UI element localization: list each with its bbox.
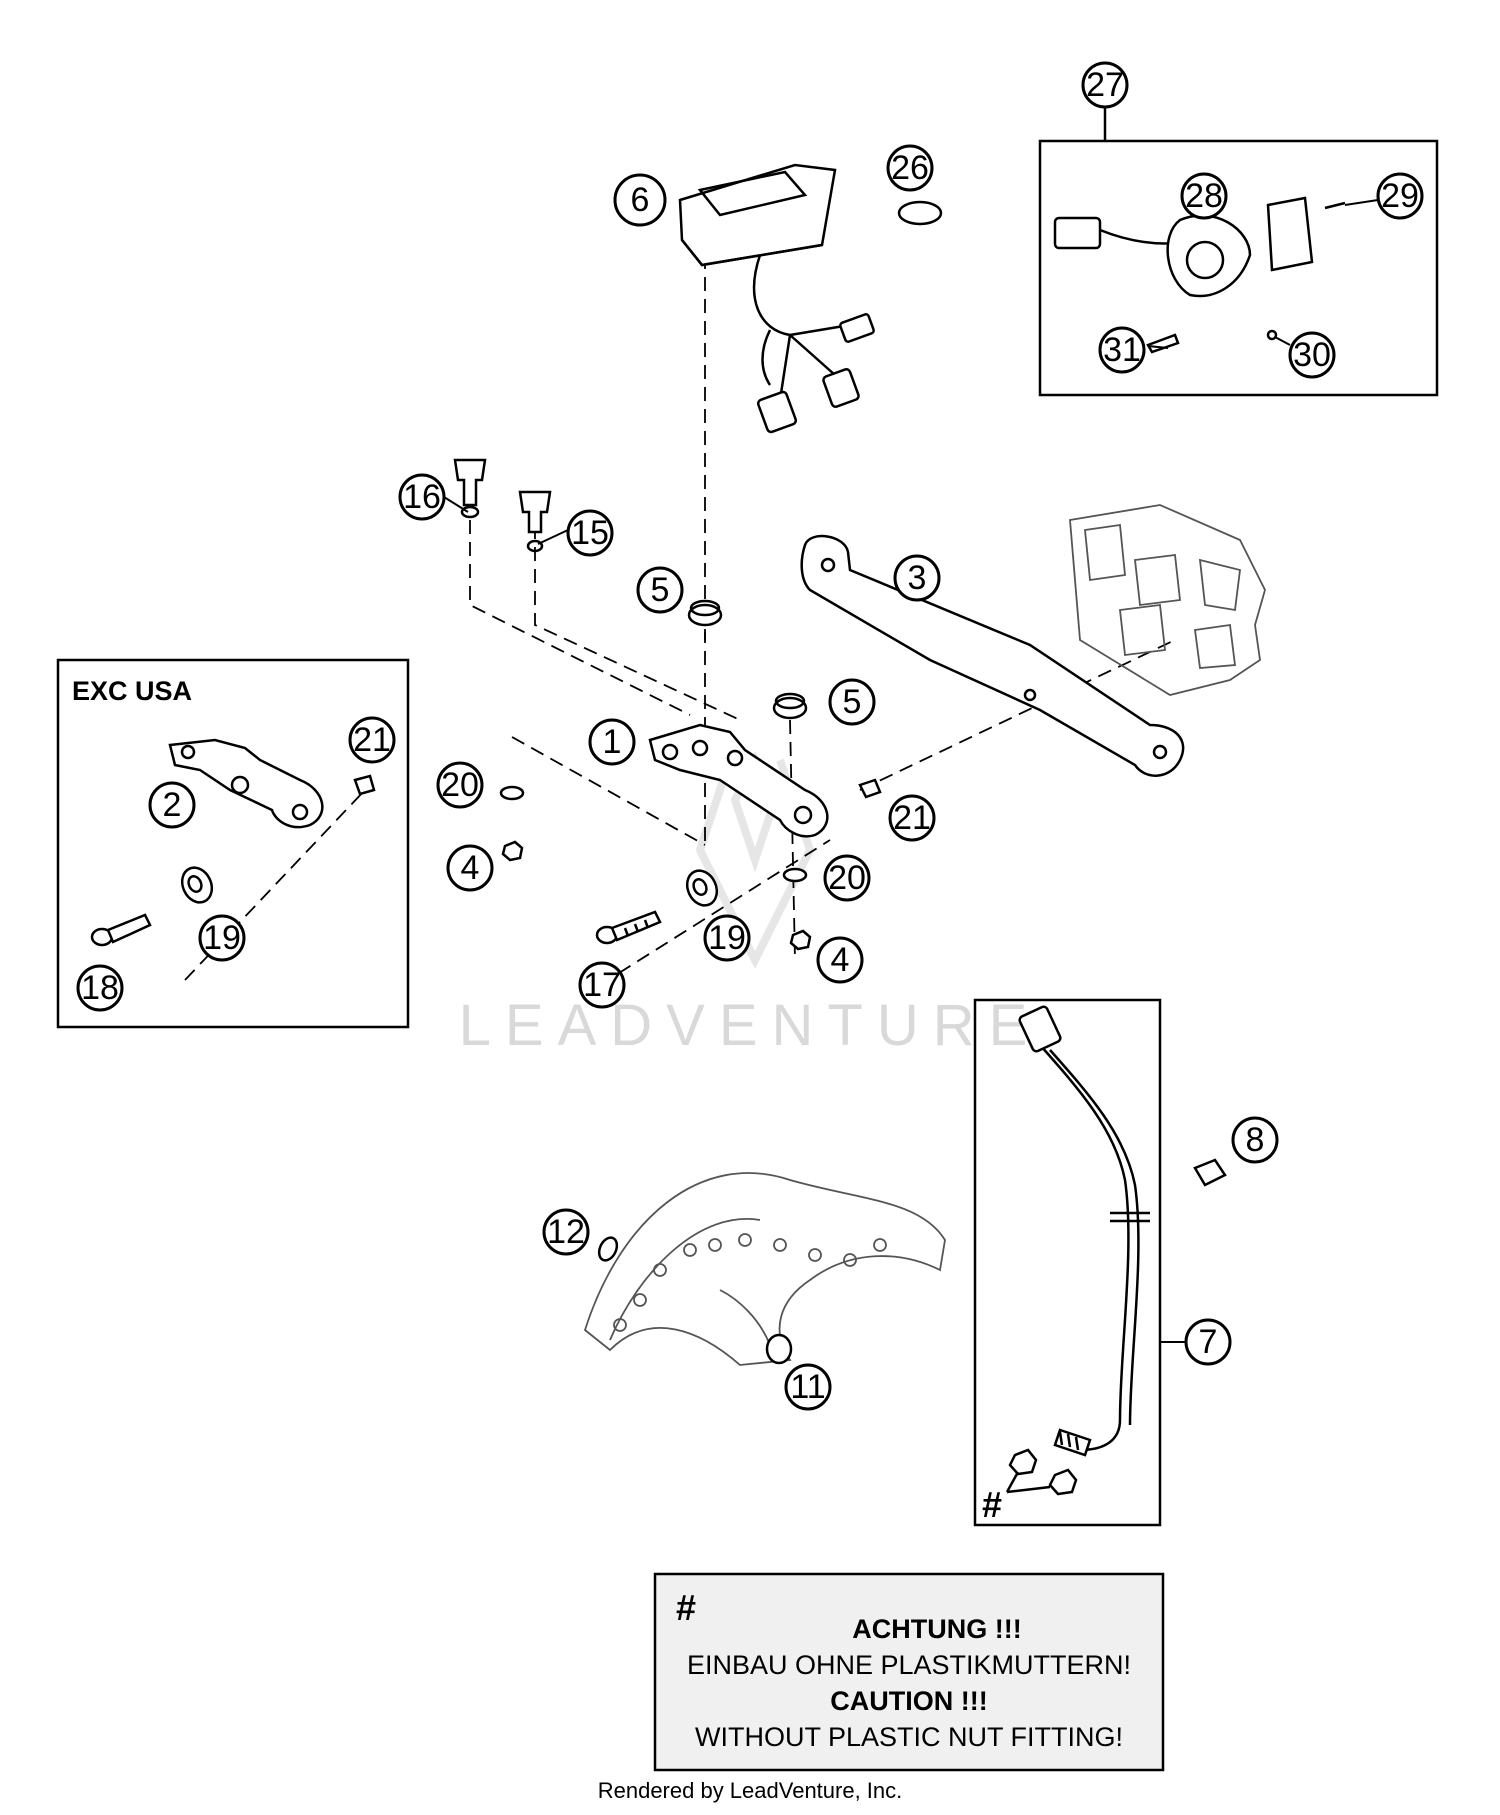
svg-text:17: 17 xyxy=(583,966,621,1004)
callout-15: 15 xyxy=(566,509,614,557)
warning-line-1: ACHTUNG !!! xyxy=(852,1614,1021,1644)
svg-text:5: 5 xyxy=(651,571,670,609)
assembly-lines xyxy=(184,255,1176,986)
svg-text:27: 27 xyxy=(1086,66,1124,104)
svg-text:26: 26 xyxy=(891,149,929,187)
bracket-part-1 xyxy=(648,723,829,838)
part-8-piece xyxy=(1193,1158,1227,1187)
svg-text:19: 19 xyxy=(203,919,241,957)
bushing-part-21 xyxy=(858,778,882,799)
svg-text:6: 6 xyxy=(631,181,650,219)
warning-line-2: EINBAU OHNE PLASTIKMUTTERN! xyxy=(687,1650,1131,1680)
warning-box: # ACHTUNG !!! EINBAU OHNE PLASTIKMUTTERN… xyxy=(653,1572,1165,1772)
grommet-part-19 xyxy=(685,869,719,907)
callout-19-exc: 19 xyxy=(198,914,246,962)
svg-text:11: 11 xyxy=(790,1368,825,1406)
callout-21-exc: 21 xyxy=(348,716,396,764)
washer-part-20-right xyxy=(782,867,808,883)
callout-8: 8 xyxy=(1231,1116,1279,1164)
sensor-cable-box-part-7: # xyxy=(973,998,1162,1527)
svg-text:8: 8 xyxy=(1246,1121,1265,1159)
box-part-27 xyxy=(1038,107,1439,397)
plate-outline xyxy=(1069,504,1266,696)
svg-text:30: 30 xyxy=(1293,336,1331,374)
callout-11: 11 xyxy=(784,1363,832,1411)
svg-text:21: 21 xyxy=(353,721,391,759)
bracket-part-3 xyxy=(800,534,1185,777)
callout-4-left: 4 xyxy=(446,844,494,892)
callout-27: 27 xyxy=(1081,61,1129,109)
svg-text:21: 21 xyxy=(893,799,931,837)
svg-text:7: 7 xyxy=(1199,1323,1218,1361)
warning-line-3: CAUTION !!! xyxy=(830,1686,987,1716)
callout-16: 16 xyxy=(398,473,446,521)
footer-credit: Rendered by LeadVenture, Inc. xyxy=(597,1778,903,1803)
svg-text:31: 31 xyxy=(1103,331,1141,369)
warning-line-4: WITHOUT PLASTIC NUT FITTING! xyxy=(695,1722,1123,1752)
svg-text:4: 4 xyxy=(831,941,850,979)
bolt-part-17 xyxy=(595,910,662,945)
callout-20-right: 20 xyxy=(823,854,871,902)
svg-text:15: 15 xyxy=(571,514,609,552)
svg-text:2: 2 xyxy=(163,786,182,824)
callout-20-left: 20 xyxy=(436,761,484,809)
callout-7: 7 xyxy=(1184,1318,1232,1366)
nut-part-4-left xyxy=(501,840,524,862)
callout-26: 26 xyxy=(886,144,934,192)
cap-part-26 xyxy=(897,200,943,226)
callout-18: 18 xyxy=(76,964,124,1012)
exc-usa-box: EXC USA xyxy=(56,658,410,1029)
callout-5-upper: 5 xyxy=(636,566,684,614)
callout-12: 12 xyxy=(542,1208,590,1256)
nut-part-4-right xyxy=(789,929,812,951)
washer-part-20-left xyxy=(499,785,525,801)
leader-lines xyxy=(443,199,1379,1343)
pin-part-16 xyxy=(453,458,487,519)
svg-text:28: 28 xyxy=(1185,177,1223,215)
svg-text:1: 1 xyxy=(603,723,622,761)
callouts: 27 26 6 28 29 31 30 16 15 5 3 5 1 21 20 … xyxy=(76,61,1424,1411)
grommet-part-5-lower xyxy=(772,692,808,720)
svg-text:29: 29 xyxy=(1381,177,1419,215)
warning-hash: # xyxy=(676,1587,696,1628)
hash-mark: # xyxy=(982,1484,1002,1525)
callout-5-lower: 5 xyxy=(828,678,876,726)
callout-6: 6 xyxy=(613,173,667,227)
svg-text:20: 20 xyxy=(441,766,479,804)
grommet-part-5-upper xyxy=(687,599,723,627)
callout-21-main: 21 xyxy=(888,794,936,842)
callout-2: 2 xyxy=(148,781,196,829)
callout-31: 31 xyxy=(1098,326,1146,374)
callout-19-main: 19 xyxy=(703,914,751,962)
callout-17: 17 xyxy=(578,961,626,1009)
callout-28: 28 xyxy=(1180,172,1228,220)
speedometer-part-6 xyxy=(678,163,875,434)
svg-text:3: 3 xyxy=(908,559,927,597)
svg-text:12: 12 xyxy=(547,1213,585,1251)
callout-1: 1 xyxy=(588,718,636,766)
svg-text:4: 4 xyxy=(461,849,480,887)
svg-text:19: 19 xyxy=(708,919,746,957)
watermark: LEADVENTURE xyxy=(459,751,1042,1058)
ring-part-12 xyxy=(597,1236,619,1262)
callout-3: 3 xyxy=(893,554,941,602)
callout-30: 30 xyxy=(1288,331,1336,379)
watermark-text: LEADVENTURE xyxy=(459,993,1042,1058)
brake-disc-outline xyxy=(583,1172,946,1366)
svg-text:20: 20 xyxy=(828,859,866,897)
exc-usa-title: EXC USA xyxy=(72,676,192,706)
callout-4-right: 4 xyxy=(816,936,864,984)
svg-text:16: 16 xyxy=(403,478,441,516)
pin-part-15 xyxy=(518,490,552,553)
svg-text:18: 18 xyxy=(81,969,119,1007)
svg-text:5: 5 xyxy=(843,683,862,721)
callout-29: 29 xyxy=(1376,172,1424,220)
spacer-part-11 xyxy=(765,1333,793,1365)
